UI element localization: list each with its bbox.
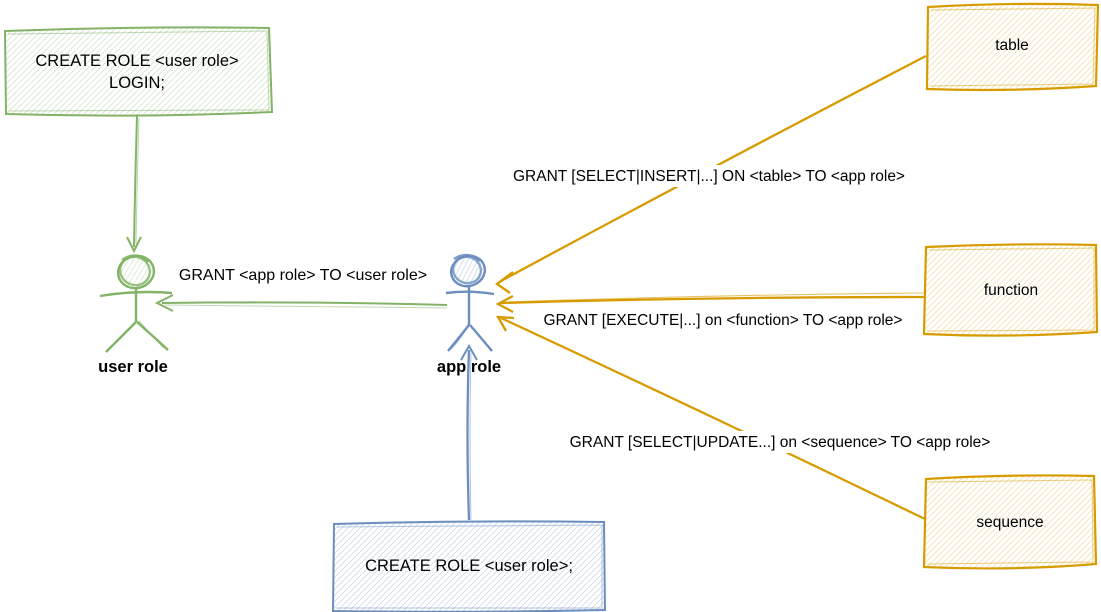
user-role-figure xyxy=(99,254,173,353)
user-role-actor-icon xyxy=(99,254,173,353)
function-label: function xyxy=(984,282,1038,299)
arrowhead-down-icon xyxy=(126,236,142,254)
table-label: table xyxy=(995,37,1029,54)
edge-label-bg xyxy=(504,165,914,187)
grant-table-label: GRANT [SELECT|INSERT|...] ON <table> TO … xyxy=(513,168,905,185)
edge-create-login-to-user-role xyxy=(126,115,142,254)
table-node: table xyxy=(925,2,1100,92)
edge-label-bg xyxy=(533,310,913,331)
app-role-figure xyxy=(445,253,495,352)
create-role-label: CREATE ROLE <user role>; xyxy=(365,557,573,575)
figure-leg-right xyxy=(469,324,493,352)
sequence-box xyxy=(922,474,1098,570)
app-role-label: app role xyxy=(437,358,501,376)
edge-grant-function: GRANT [EXECUTE|...] on <function> TO <ap… xyxy=(495,292,925,331)
create-role-node: CREATE ROLE <user role>; xyxy=(331,520,607,612)
edge-label-bg xyxy=(176,264,430,285)
create-login-line1: CREATE ROLE <user role> xyxy=(35,52,238,70)
figure-leg-left xyxy=(105,321,137,353)
arrowhead-left-icon xyxy=(495,294,514,314)
table-box xyxy=(925,2,1100,92)
edge-label-bg xyxy=(562,431,998,453)
grant-function-label: GRANT [EXECUTE|...] on <function> TO <ap… xyxy=(544,312,903,329)
arrowhead-left-icon xyxy=(495,315,515,332)
grant-sequence-label: GRANT [SELECT|UPDATE...] on <sequence> T… xyxy=(570,434,991,451)
arrowhead-up-icon xyxy=(460,343,478,361)
grant-app-to-user-label: GRANT <app role> TO <user role> xyxy=(179,267,427,284)
user-role-label: user role xyxy=(98,358,168,376)
arrowhead-left-icon xyxy=(154,294,174,312)
edge-create-role-to-app-role xyxy=(460,343,478,521)
arrowhead-left-icon xyxy=(495,271,514,294)
function-box xyxy=(922,243,1099,337)
sequence-label: sequence xyxy=(976,514,1043,531)
create-login-box xyxy=(3,26,274,117)
sequence-node: sequence xyxy=(922,474,1098,570)
edge-grant-app-to-user: GRANT <app role> TO <user role> xyxy=(154,264,448,312)
app-role-actor-icon xyxy=(445,253,495,352)
create-login-line2: LOGIN; xyxy=(109,74,165,92)
create-login-node: CREATE ROLE <user role> LOGIN; xyxy=(3,26,274,117)
edge-grant-table: GRANT [SELECT|INSERT|...] ON <table> TO … xyxy=(495,54,927,294)
edge-grant-sequence: GRANT [SELECT|UPDATE...] on <sequence> T… xyxy=(495,315,998,521)
function-node: function xyxy=(922,243,1099,337)
